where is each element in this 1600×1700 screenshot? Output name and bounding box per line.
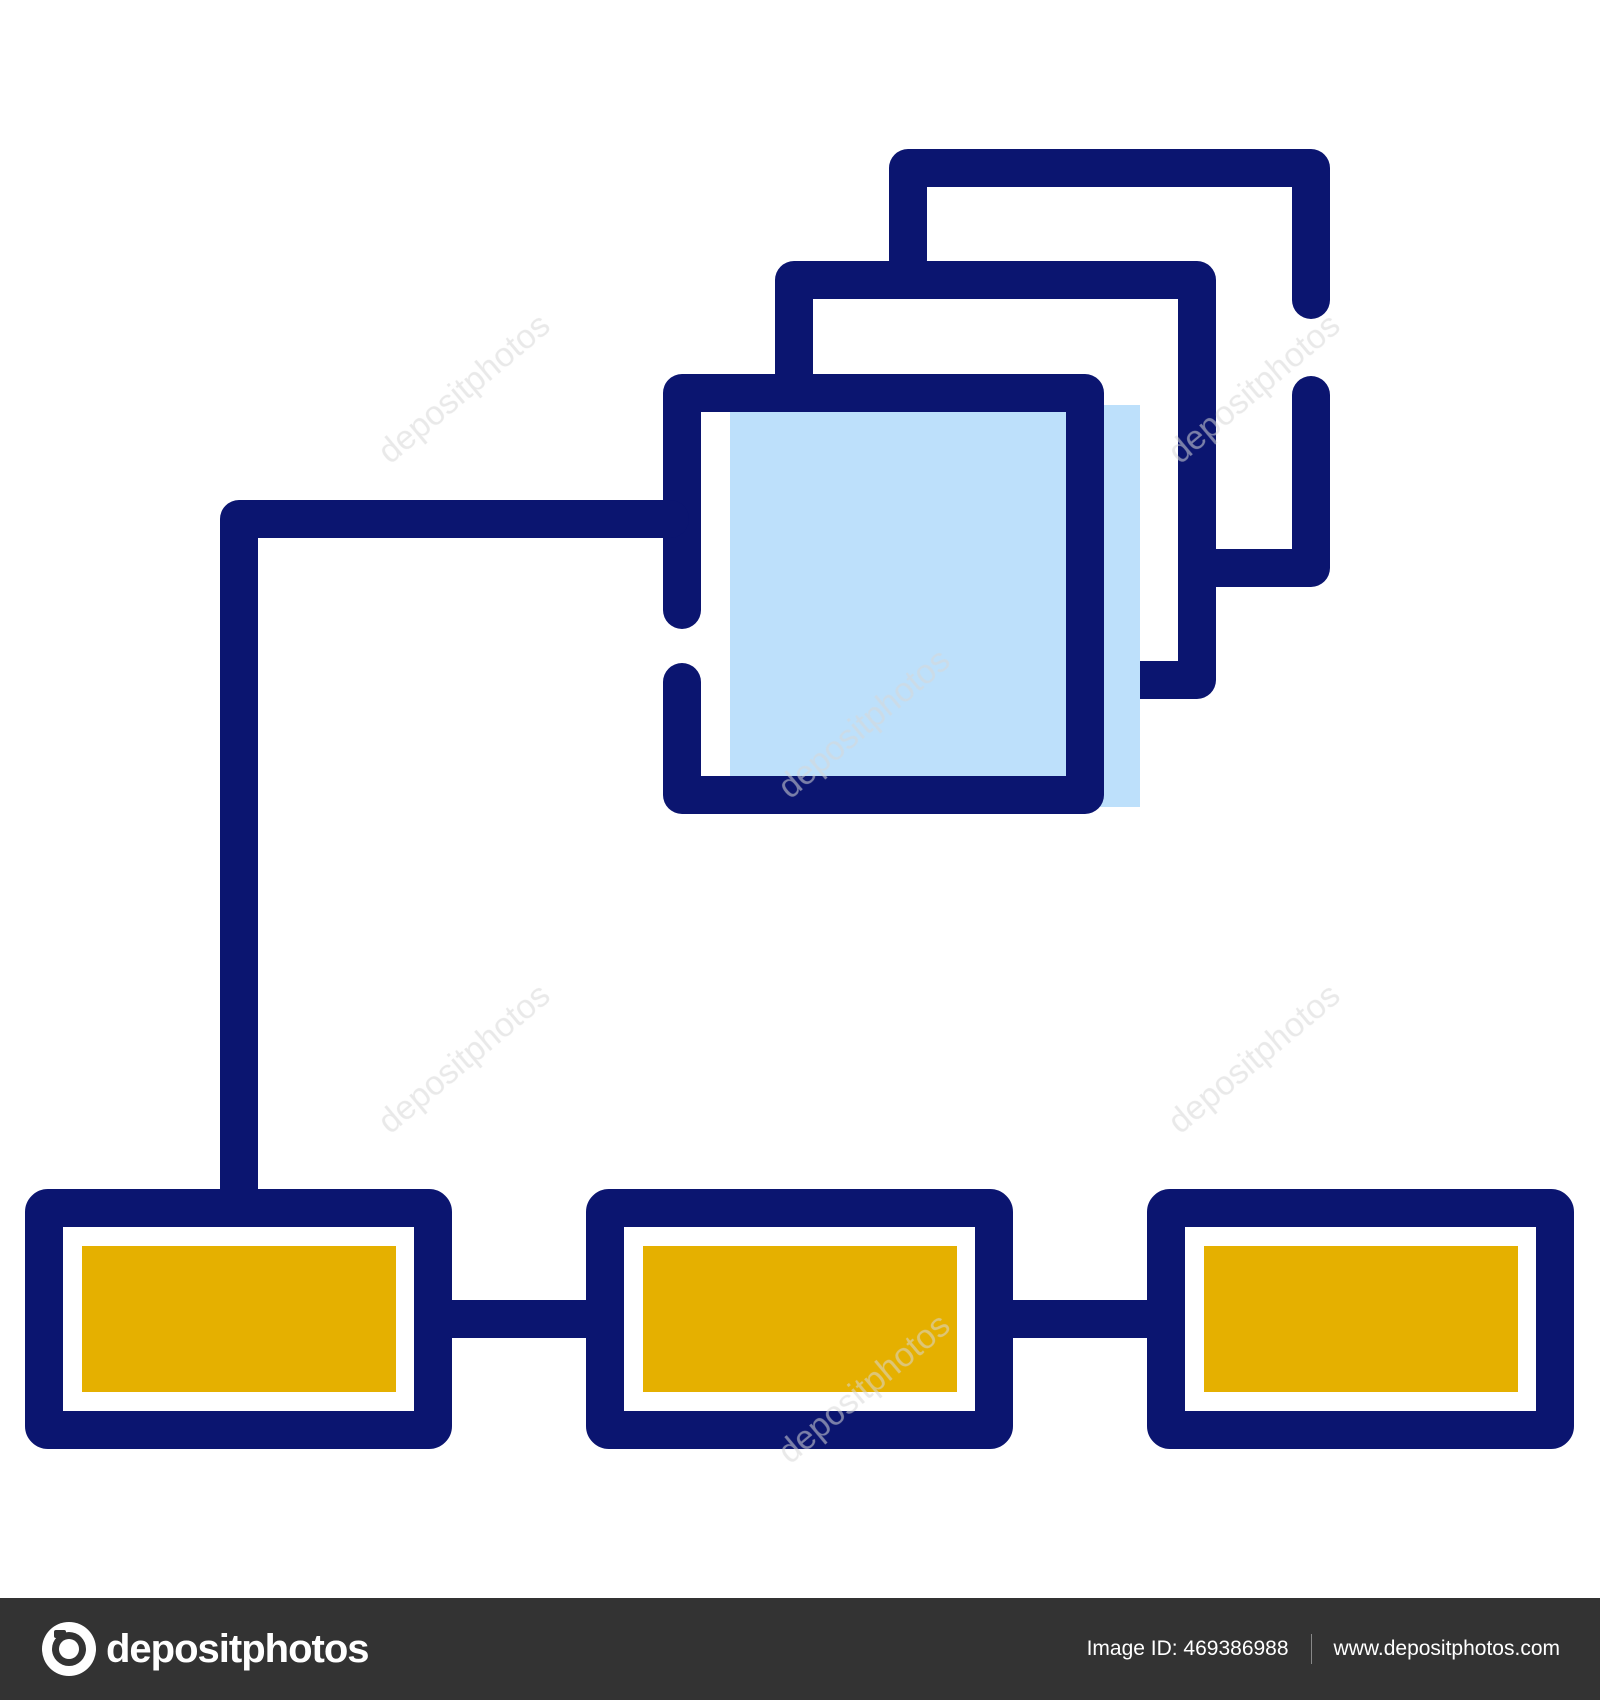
diagram-canvas: depositphotos depositphotos depositphoto…	[25, 149, 1574, 1471]
image-id-label: Image ID: 469386988	[1086, 1637, 1289, 1660]
watermark-text: depositphotos	[371, 306, 558, 471]
site-link[interactable]: www.depositphotos.com	[1333, 1637, 1560, 1660]
front-card	[663, 374, 1104, 814]
back-card-lower	[1186, 376, 1330, 587]
watermark-text: depositphotos	[371, 976, 558, 1141]
hierarchy-diagram: depositphotos depositphotos depositphoto…	[25, 149, 1574, 1471]
watermark-text: depositphotos	[1161, 976, 1348, 1141]
bottom-box-middle	[586, 1189, 1013, 1449]
bottom-box-left	[25, 1189, 452, 1449]
back-card	[889, 149, 1330, 319]
brand-name: depositphotos	[106, 1626, 370, 1671]
brand-logo[interactable]: depositphotos	[40, 1618, 370, 1680]
front-card-fill	[730, 411, 1070, 776]
camera-icon	[42, 1622, 96, 1676]
image-meta: Image ID: 469386988 www.depositphotos.co…	[1087, 1598, 1560, 1700]
connector-front-card-to-left-box	[220, 500, 689, 1209]
middle-card	[775, 261, 1216, 699]
meta-divider	[1310, 1634, 1312, 1664]
bottom-box-right	[1147, 1189, 1574, 1449]
footer-bar: depositphotos Image ID: 469386988 www.de…	[0, 1598, 1600, 1700]
